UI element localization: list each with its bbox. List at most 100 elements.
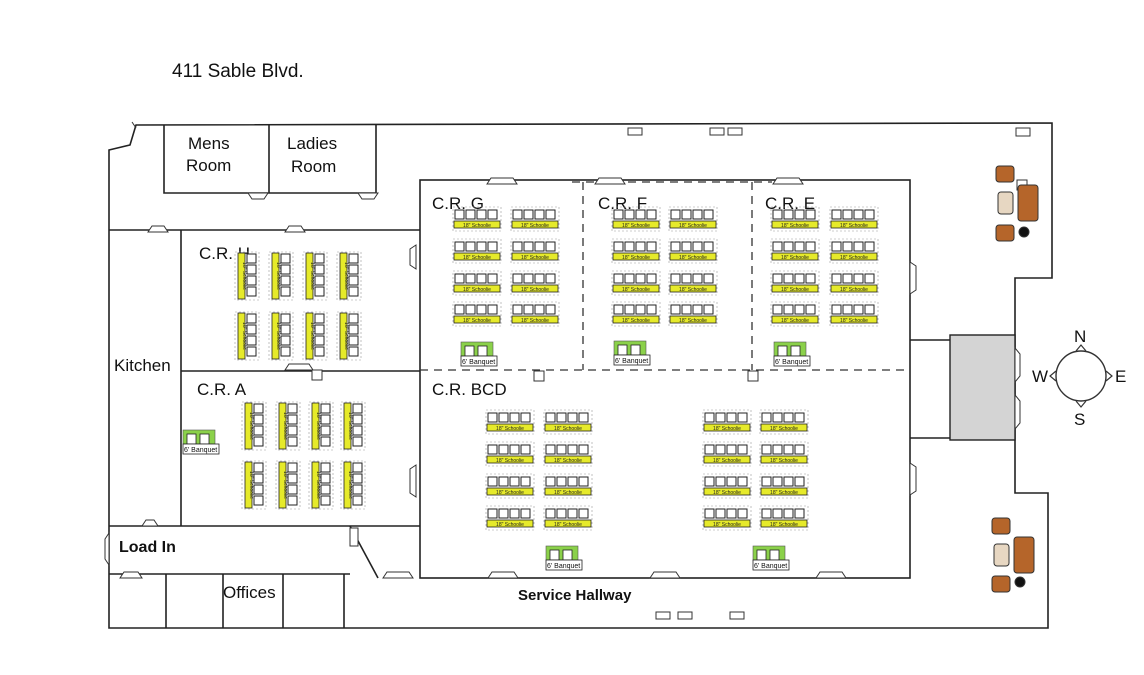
- stage-platform: [949, 334, 1016, 441]
- schoolie-table: 18" Schoolie: [611, 238, 661, 264]
- schoolie-table: 18" Schoolie: [308, 401, 334, 451]
- schoolie-label: 18" Schoolie: [343, 262, 349, 290]
- schoolie-label: 18" Schoolie: [840, 223, 868, 229]
- lounge-bottom: [991, 517, 1035, 593]
- schoolie-table: 18" Schoolie: [510, 238, 560, 264]
- schoolie-label: 18" Schoolie: [463, 223, 491, 229]
- schoolie-table: 18" Schoolie: [770, 238, 820, 264]
- compass: N S E W: [1032, 327, 1126, 429]
- schoolie-table: 18" Schoolie: [241, 460, 267, 510]
- kitchen-label: Kitchen: [114, 356, 171, 375]
- schoolie-label: 18" Schoolie: [622, 223, 650, 229]
- compass-w: W: [1032, 367, 1048, 386]
- schoolie-label: 18" Schoolie: [241, 262, 247, 290]
- schoolie-label: 18" Schoolie: [781, 287, 809, 293]
- schoolie-label: 18" Schoolie: [521, 223, 549, 229]
- ladies-room-label-1: Ladies: [287, 134, 337, 153]
- schoolie-table: 18" Schoolie: [543, 409, 593, 435]
- banquet-label: 6' Banquet: [462, 359, 495, 366]
- schoolie-table: 18" Schoolie: [336, 251, 362, 301]
- room-label-crbcd: C.R. BCD: [432, 380, 507, 399]
- schoolie-label: 18" Schoolie: [315, 412, 321, 440]
- schoolie-table: 18" Schoolie: [485, 441, 535, 467]
- schoolie-label: 18" Schoolie: [463, 287, 491, 293]
- schoolie-label: 18" Schoolie: [781, 223, 809, 229]
- banquet-label: 6' Banquet: [615, 358, 648, 365]
- banquet-table: 6' Banquet: [752, 545, 790, 571]
- schoolie-label: 18" Schoolie: [679, 318, 707, 324]
- schoolie-label: 18" Schoolie: [496, 458, 524, 464]
- schoolie-label: 18" Schoolie: [554, 426, 582, 432]
- schoolie-table: 18" Schoolie: [234, 311, 260, 361]
- building-walls: [108, 122, 1053, 629]
- schoolie-table: 18" Schoolie: [770, 206, 820, 232]
- schoolie-table: 18" Schoolie: [611, 301, 661, 327]
- ladies-room-label-2: Room: [291, 157, 336, 176]
- schoolie-table: 18" Schoolie: [340, 460, 366, 510]
- schoolie-table: 18" Schoolie: [241, 401, 267, 451]
- schoolie-table: 18" Schoolie: [829, 238, 879, 264]
- schoolie-table: 18" Schoolie: [452, 270, 502, 296]
- service-hallway-label: Service Hallway: [518, 587, 632, 604]
- schoolie-table: 18" Schoolie: [302, 251, 328, 301]
- address-title: 411 Sable Blvd.: [172, 61, 304, 82]
- schoolie-table: 18" Schoolie: [485, 505, 535, 531]
- room-label-cre: C.R. E: [765, 194, 815, 213]
- schoolie-label: 18" Schoolie: [275, 262, 281, 290]
- schoolie-table: 18" Schoolie: [234, 251, 260, 301]
- schoolie-label: 18" Schoolie: [343, 322, 349, 350]
- schoolie-table: 18" Schoolie: [829, 206, 879, 232]
- schoolie-label: 18" Schoolie: [463, 318, 491, 324]
- schoolie-table: 18" Schoolie: [308, 460, 334, 510]
- schoolie-label: 18" Schoolie: [554, 458, 582, 464]
- schoolie-label: 18" Schoolie: [770, 426, 798, 432]
- schoolie-label: 18" Schoolie: [282, 412, 288, 440]
- schoolie-table: 18" Schoolie: [702, 505, 752, 531]
- room-label-crh: C.R. H: [199, 244, 250, 263]
- schoolie-label: 18" Schoolie: [554, 490, 582, 496]
- schoolie-table: 18" Schoolie: [770, 270, 820, 296]
- schoolie-table: 18" Schoolie: [543, 505, 593, 531]
- schoolie-table: 18" Schoolie: [485, 473, 535, 499]
- schoolie-label: 18" Schoolie: [554, 522, 582, 528]
- schoolie-label: 18" Schoolie: [679, 287, 707, 293]
- schoolie-label: 18" Schoolie: [248, 412, 254, 440]
- room-label-crg: C.R. G: [432, 194, 484, 213]
- schoolie-label: 18" Schoolie: [713, 458, 741, 464]
- schoolie-table: 18" Schoolie: [668, 301, 718, 327]
- banquet-table: 6' Banquet: [773, 341, 811, 367]
- door-markers: [104, 121, 1031, 620]
- schoolie-table: 18" Schoolie: [452, 238, 502, 264]
- banquet-label: 6' Banquet: [184, 447, 217, 454]
- schoolie-table: 18" Schoolie: [668, 270, 718, 296]
- schoolie-table: 18" Schoolie: [452, 301, 502, 327]
- schoolie-table: 18" Schoolie: [702, 441, 752, 467]
- schoolie-label: 18" Schoolie: [309, 322, 315, 350]
- schoolie-table: 18" Schoolie: [268, 251, 294, 301]
- room-label-cra: C.R. A: [197, 380, 247, 399]
- compass-e: E: [1115, 367, 1126, 386]
- banquet-table: 6' Banquet: [613, 340, 651, 366]
- schoolie-label: 18" Schoolie: [770, 522, 798, 528]
- compass-n: N: [1074, 327, 1086, 346]
- schoolie-label: 18" Schoolie: [713, 490, 741, 496]
- schoolie-label: 18" Schoolie: [347, 412, 353, 440]
- schoolie-label: 18" Schoolie: [275, 322, 281, 350]
- schoolie-table: 18" Schoolie: [510, 301, 560, 327]
- schoolie-label: 18" Schoolie: [770, 458, 798, 464]
- schoolie-label: 18" Schoolie: [315, 471, 321, 499]
- schoolie-table: 18" Schoolie: [336, 311, 362, 361]
- schoolie-table: 18" Schoolie: [770, 301, 820, 327]
- mens-room-label-1: Mens: [188, 134, 230, 153]
- schoolie-table: 18" Schoolie: [759, 505, 809, 531]
- schoolie-table: 18" Schoolie: [611, 270, 661, 296]
- schoolie-label: 18" Schoolie: [679, 255, 707, 261]
- schoolie-table: 18" Schoolie: [275, 460, 301, 510]
- schoolie-table: 18" Schoolie: [759, 441, 809, 467]
- schoolie-table: 18" Schoolie: [702, 409, 752, 435]
- schoolie-table: 18" Schoolie: [829, 270, 879, 296]
- mens-room-label-2: Room: [186, 156, 231, 175]
- schoolie-label: 18" Schoolie: [713, 426, 741, 432]
- schoolie-label: 18" Schoolie: [282, 471, 288, 499]
- schoolie-label: 18" Schoolie: [496, 426, 524, 432]
